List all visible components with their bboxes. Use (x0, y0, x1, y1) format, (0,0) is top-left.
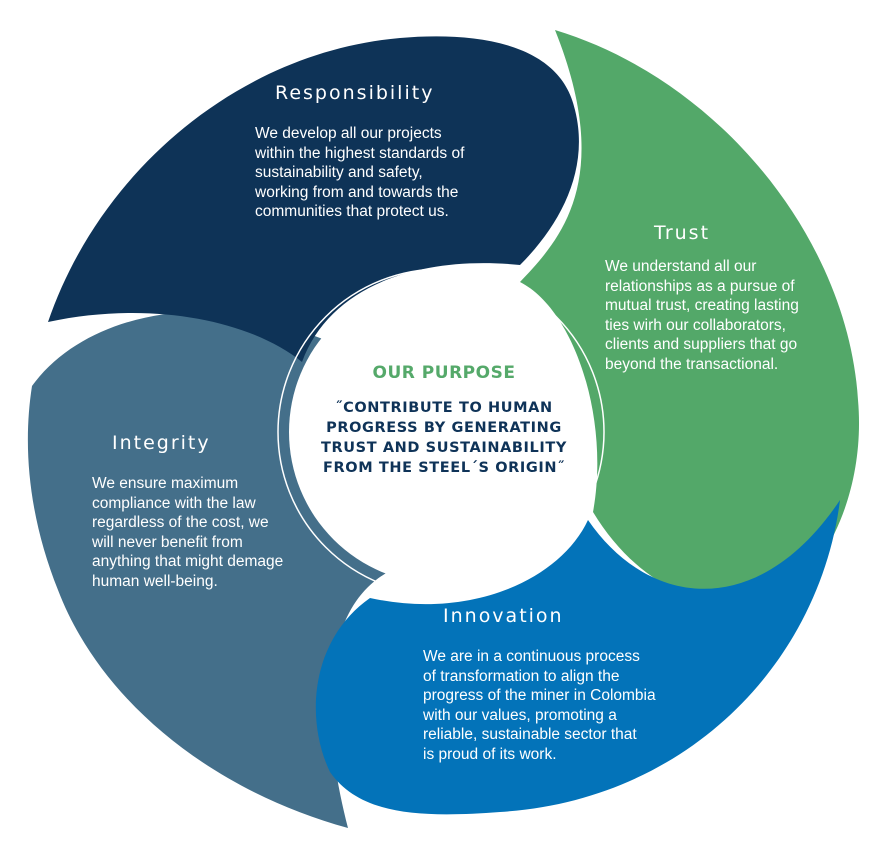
responsibility-title: Responsibility (275, 82, 435, 104)
text-line: anything that might demage (92, 553, 284, 570)
center-ring (277, 268, 605, 596)
innovation-petal (315, 500, 840, 815)
text-line: We develop all our projects (255, 125, 442, 142)
text-line: progress of the miner in Colombia (423, 687, 656, 704)
text-line: clients and suppliers that go (605, 336, 798, 353)
integrity-title: Integrity (112, 432, 211, 454)
responsibility-petal (48, 36, 579, 363)
text-line: human well-being. (92, 572, 218, 590)
text-line: reliable, sustainable sector that (423, 726, 637, 743)
innovation-text: We are in a continuous process of transf… (423, 647, 656, 764)
text-line: of transformation to align the (423, 667, 620, 685)
text-line: communities that protect us. (255, 203, 449, 220)
text-line: within the highest standards of (255, 144, 465, 162)
purpose-statement: ˝CONTRIBUTE TO HUMAN PROGRESS BY GENERAT… (306, 398, 582, 478)
trust-text: We understand all our relationships as a… (605, 257, 799, 374)
responsibility-text: We develop all our projects within the h… (255, 124, 464, 222)
text-line: sustainability and safety, (255, 164, 423, 181)
text-line: relationships as a pursue of (605, 277, 795, 295)
purpose-line: ˝CONTRIBUTE TO HUMAN (335, 400, 553, 416)
innovation-title: Innovation (443, 605, 564, 627)
center-circle (289, 280, 593, 584)
text-line: We ensure maximum (92, 475, 239, 492)
purpose-title: OUR PURPOSE (372, 363, 516, 383)
text-line: ties wirh our collaborators, (605, 316, 786, 334)
text-line: regardless of the cost, we (92, 514, 269, 531)
purpose-line: TRUST AND SUSTAINABILITY (321, 440, 567, 456)
purpose-line: FROM THE STEEL´S ORIGIN˝ (323, 460, 565, 476)
trust-title: Trust (654, 222, 711, 244)
trust-petal (520, 30, 860, 605)
text-line: We understand all our (605, 258, 757, 275)
purpose-line: PROGRESS BY GENERATING (326, 420, 562, 436)
text-line: is proud of its work. (423, 745, 557, 763)
text-line: mutual trust, creating lasting (605, 297, 799, 314)
text-line: beyond the transactional. (605, 355, 779, 373)
text-line: with our values, promoting a (423, 706, 617, 724)
text-line: We are in a continuous process (423, 648, 640, 665)
text-line: working from and towards the (255, 183, 459, 201)
text-line: will never benefit from (92, 533, 243, 551)
text-line: compliance with the law (92, 494, 256, 512)
integrity-text: We ensure maximum compliance with the la… (92, 474, 283, 591)
